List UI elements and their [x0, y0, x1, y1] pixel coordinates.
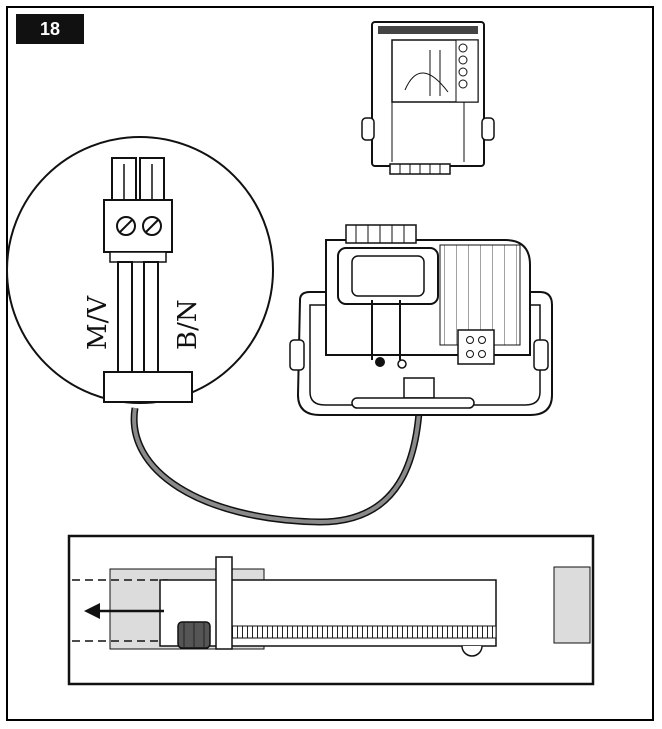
wire-label-mv: M/V [83, 295, 113, 350]
connector-detail-magnifier: M/V B/N [6, 136, 274, 404]
figure-number: 18 [16, 14, 84, 44]
control-board [361, 21, 495, 175]
gear-motor [289, 224, 553, 416]
wire-label-bn: B/N [173, 299, 203, 350]
gate-rack-panel [67, 534, 595, 686]
